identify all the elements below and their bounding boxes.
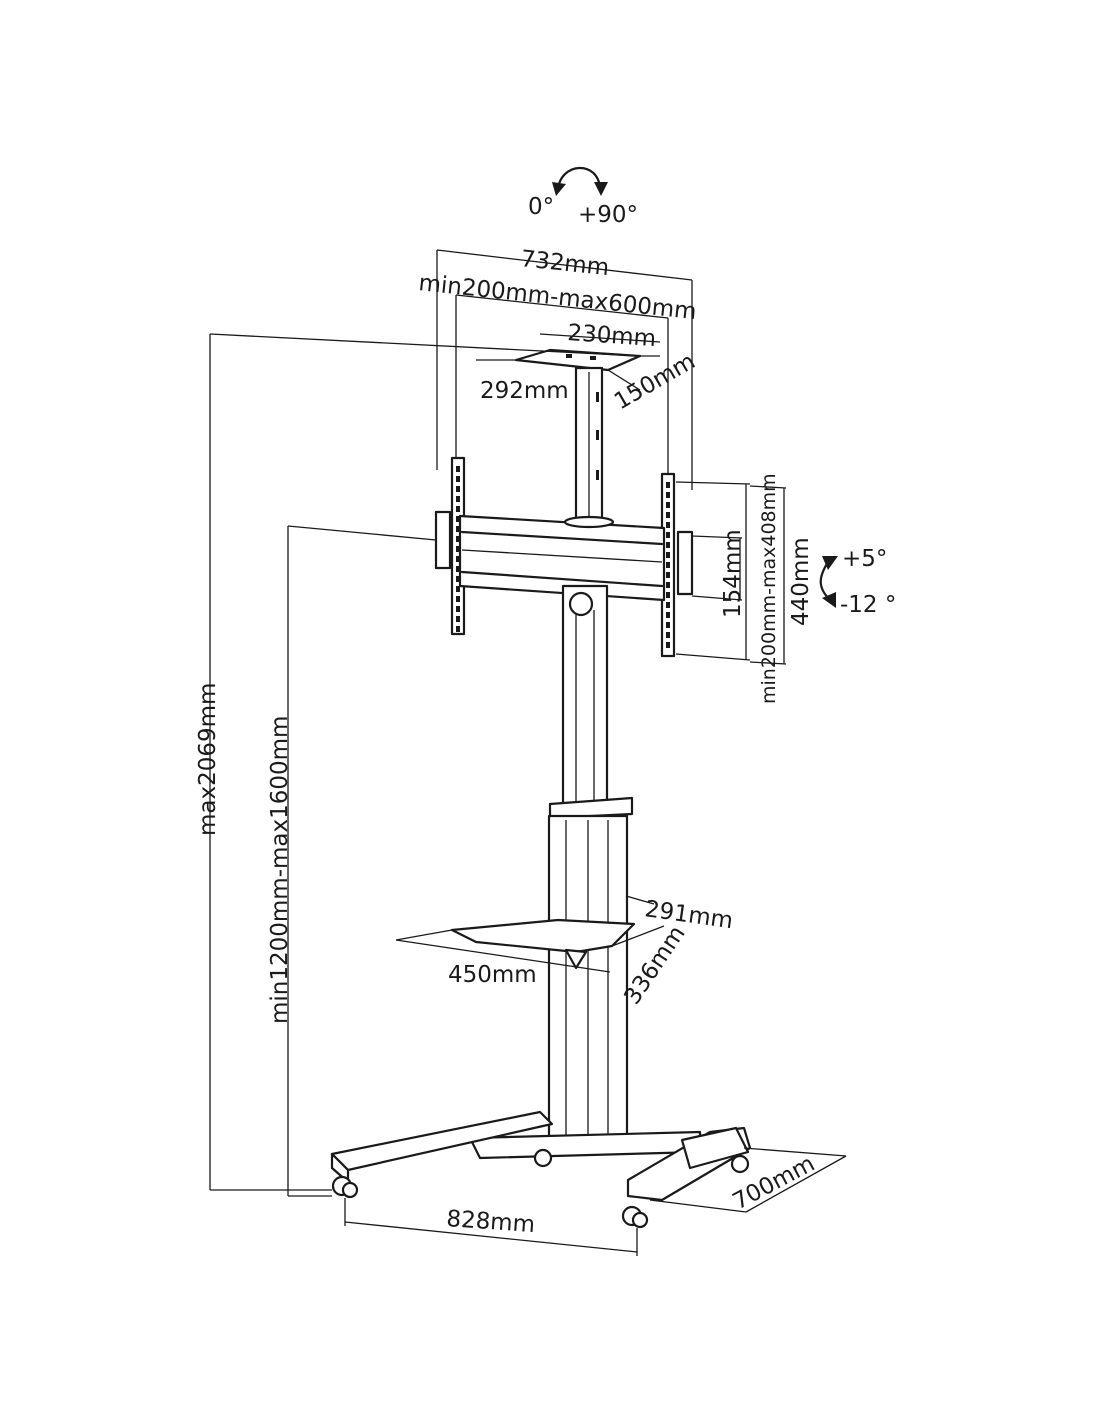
mounting-hole [666, 612, 670, 618]
rotation-arrow-icon [552, 166, 608, 196]
mounting-hole [456, 516, 460, 522]
mounting-hole [456, 506, 460, 512]
shelf-length-label: 336mm [619, 921, 690, 1009]
base-depth-dimension [649, 1147, 847, 1213]
mounting-hole [666, 532, 670, 538]
height-range-dimension [287, 525, 437, 1197]
base-frame [330, 1110, 752, 1202]
base-width-dimension [344, 1198, 638, 1256]
mounting-hole [666, 512, 670, 518]
lower-column [547, 814, 629, 1142]
mounting-hole [666, 562, 670, 568]
base-width-label: 828mm [446, 1206, 536, 1238]
horizontal-cross-arm [458, 514, 666, 602]
tilt-up-label: +5° [842, 546, 887, 572]
middle-column [561, 584, 609, 806]
mounting-hole [456, 466, 460, 472]
mounting-hole [666, 602, 670, 608]
mounting-hole [456, 526, 460, 532]
mounting-hole [456, 476, 460, 482]
mounting-hole [456, 576, 460, 582]
mounting-hole [456, 626, 460, 632]
mounting-hole [666, 502, 670, 508]
arm-height-label: 154mm [720, 529, 746, 618]
bracket-width-label: 732mm [519, 246, 610, 281]
mounting-hole [666, 582, 670, 588]
mounting-hole [456, 586, 460, 592]
mounting-hole [456, 556, 460, 562]
mounting-hole [456, 536, 460, 542]
left-bracket-holes [456, 466, 460, 632]
mounting-hole [666, 552, 670, 558]
bracket-height-dimension [749, 485, 787, 665]
max-height-label: max2069mm [195, 683, 221, 836]
tilt-arrow-icon [819, 556, 838, 608]
arm-height-dimension [691, 535, 743, 601]
rotation-end-label: +90° [578, 202, 638, 228]
mounting-hole [456, 596, 460, 602]
mounting-hole [456, 546, 460, 552]
vesa-vertical-label: min200mm-max408mm [758, 473, 780, 704]
max-height-dimension [209, 333, 641, 1191]
vesa-horizontal-label: min200mm-max600mm [417, 270, 697, 325]
mounting-hole [456, 496, 460, 502]
right-bracket-holes [666, 482, 670, 648]
mounting-hole [456, 616, 460, 622]
tilt-down-label: -12 ° [840, 592, 896, 618]
top-plate-width-label: 230mm [567, 320, 657, 352]
mounting-hole [666, 632, 670, 638]
top-plate-length-label: 292mm [480, 378, 569, 404]
mounting-hole [666, 592, 670, 598]
mounting-hole [456, 486, 460, 492]
bracket-width-dimension [436, 249, 693, 490]
mounting-hole [666, 482, 670, 488]
upper-column [574, 366, 604, 522]
mounting-hole [666, 542, 670, 548]
mounting-hole [666, 522, 670, 528]
mounting-hole [666, 572, 670, 578]
mounting-hole [666, 622, 670, 628]
shelf-width-label: 450mm [448, 962, 537, 988]
mounting-hole [666, 642, 670, 648]
vesa-vertical-dimension [675, 481, 751, 661]
bracket-height-label: 440mm [788, 537, 814, 626]
rotation-start-label: 0° [528, 194, 554, 220]
caster-wheels [331, 1148, 750, 1229]
column-collar [548, 796, 634, 820]
mounting-hole [456, 566, 460, 572]
shelf [395, 895, 665, 973]
height-range-label: min1200mm-max1600mm [267, 716, 293, 1024]
vesa-horizontal-dimension [455, 294, 669, 480]
mounting-hole [666, 492, 670, 498]
mounting-hole [456, 606, 460, 612]
